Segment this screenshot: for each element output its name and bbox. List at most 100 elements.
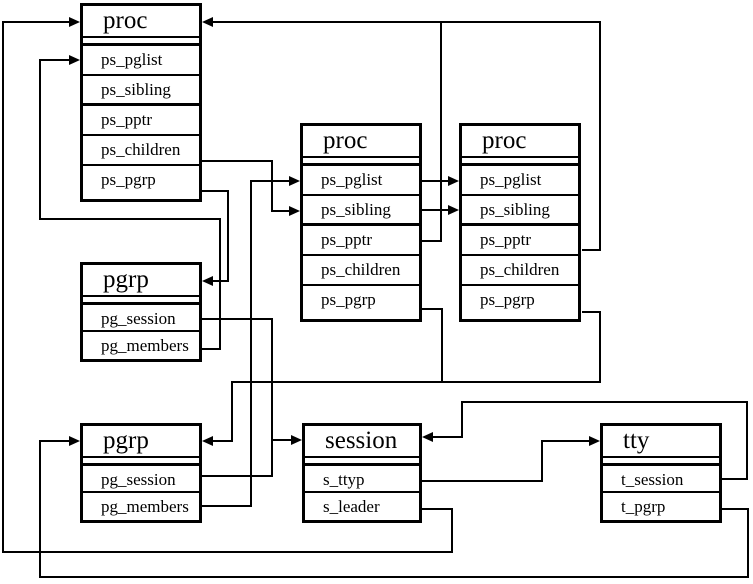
field-pg_members: pg_members	[101, 336, 189, 355]
line-pg_members1-to-ps_pglist	[219, 218, 221, 350]
title-separator	[603, 458, 719, 466]
line-ps_pptr-to-proc-parent	[211, 21, 601, 23]
line-ps_pptr-to-proc-parent	[582, 249, 601, 251]
struct-proc-parent: proc ps_pglist ps_sibling ps_pptr ps_chi…	[80, 3, 202, 202]
title-separator	[305, 458, 419, 466]
field-ps_pptr: ps_pptr	[303, 226, 419, 256]
line-t_session-to-session	[461, 401, 748, 403]
line-s_leader-to-proc-parent	[451, 508, 453, 553]
line-ps_children-to-child-1	[271, 210, 290, 212]
field-t_session: t_session	[603, 466, 719, 493]
line-s_leader-to-proc-parent	[422, 508, 453, 510]
title-separator	[462, 158, 578, 166]
field-pg_session: pg_session	[83, 466, 199, 493]
line-ps_pptr-to-proc-parent	[422, 240, 442, 242]
arrowhead-ps_pgrp-to-pgrp-1	[202, 276, 213, 286]
arrowhead-s_ttyp-to-tty	[589, 436, 600, 446]
line-ps_pgrp-to-pgrp-2	[231, 381, 233, 442]
line-t_session-to-session	[746, 401, 748, 480]
struct-session: session s_ttyp s_leader	[302, 423, 422, 523]
field-ps_pglist: ps_pglist	[303, 166, 419, 196]
line-pg_session-to-session	[271, 318, 273, 477]
line-ps_pgrp-to-pgrp-2	[582, 311, 601, 313]
line-t_pgrp-to-pgrp-2	[722, 508, 749, 510]
struct-title: session	[305, 426, 419, 458]
line-pg_members1-to-ps_pglist	[39, 218, 221, 220]
field-ps_pgrp: ps_pgrp	[480, 290, 535, 309]
line-s_leader-to-proc-parent	[2, 21, 70, 23]
line-pg_members1-to-ps_pglist	[39, 59, 70, 61]
struct-proc-child-1: proc ps_pglist ps_sibling ps_pptr ps_chi…	[300, 123, 422, 322]
line-ps_pptr-to-proc-parent	[440, 21, 442, 242]
line-t_pgrp-to-pgrp-2	[39, 440, 41, 578]
field-s_leader: s_leader	[323, 497, 380, 516]
line-ps_pgrp-to-pgrp-2	[441, 308, 443, 383]
line-pg_members2-to-ps_pglist	[202, 505, 252, 507]
line-t_session-to-session	[433, 436, 463, 438]
line-ps_pgrp-to-pgrp-1	[202, 190, 229, 192]
line-pg_session-to-session	[271, 439, 291, 441]
struct-title: pgrp	[83, 426, 199, 458]
arrowhead-s_leader-to-proc-parent	[69, 17, 80, 27]
struct-tty: tty t_session t_pgrp	[600, 423, 722, 523]
line-ps_pptr-to-proc-parent	[599, 21, 601, 251]
line-ps_pgrp-to-pgrp-2	[599, 311, 601, 383]
line-pg_session-to-session	[202, 318, 273, 320]
arrowhead-ps_sibling-chain	[448, 205, 459, 215]
line-ps_pgrp-to-pgrp-2	[211, 440, 233, 442]
field-ps_pgrp: ps_pgrp	[101, 170, 156, 189]
arrowhead-pg_members1-to-ps_pglist	[69, 55, 80, 65]
title-separator	[303, 158, 419, 166]
struct-title: pgrp	[83, 265, 199, 297]
field-ps_children: ps_children	[462, 256, 578, 286]
struct-title: tty	[603, 426, 719, 458]
title-separator	[83, 458, 199, 466]
title-separator	[83, 297, 199, 305]
line-t_session-to-session	[461, 401, 463, 438]
field-t_pgrp: t_pgrp	[621, 497, 666, 516]
field-ps_pptr: ps_pptr	[83, 106, 199, 136]
line-t_pgrp-to-pgrp-2	[39, 576, 749, 578]
arrowhead-pg_members2-to-ps_pglist	[289, 176, 300, 186]
arrowhead-t_pgrp-to-pgrp-2	[69, 436, 80, 446]
line-ps_pgrp-to-pgrp-2	[231, 381, 601, 383]
arrowhead-pg_session-to-session	[291, 435, 302, 445]
line-ps_sibling-chain	[422, 209, 449, 211]
line-pg_session-to-session	[202, 475, 273, 477]
field-ps_children: ps_children	[303, 256, 419, 286]
line-s_ttyp-to-tty	[541, 440, 590, 442]
arrowhead-ps_pgrp-to-pgrp-2	[202, 436, 213, 446]
field-pg_session: pg_session	[83, 305, 199, 332]
field-ps_children: ps_children	[83, 136, 199, 166]
line-pg_members1-to-ps_pglist	[202, 348, 221, 350]
arrowhead-ps_pglist-chain	[448, 176, 459, 186]
line-s_leader-to-proc-parent	[2, 551, 452, 553]
line-pg_members2-to-ps_pglist	[250, 180, 252, 507]
struct-title: proc	[83, 6, 199, 38]
field-ps_sibling: ps_sibling	[462, 196, 578, 226]
title-separator	[83, 38, 199, 46]
line-t_pgrp-to-pgrp-2	[39, 440, 70, 442]
line-ps_children-to-child-1	[202, 160, 273, 162]
line-s_ttyp-to-tty	[422, 480, 543, 482]
struct-proc-child-2: proc ps_pglist ps_sibling ps_pptr ps_chi…	[459, 123, 581, 322]
field-ps_sibling: ps_sibling	[83, 76, 199, 106]
line-ps_pgrp-to-pgrp-2	[422, 308, 443, 310]
line-t_pgrp-to-pgrp-2	[747, 508, 749, 578]
line-pg_members2-to-ps_pglist	[250, 180, 290, 182]
field-ps_sibling: ps_sibling	[303, 196, 419, 226]
struct-title: proc	[462, 126, 578, 158]
struct-pgrp-2: pgrp pg_session pg_members	[80, 423, 202, 523]
field-ps_pglist: ps_pglist	[83, 46, 199, 76]
field-ps_pgrp: ps_pgrp	[321, 290, 376, 309]
line-t_session-to-session	[722, 478, 748, 480]
line-ps_pgrp-to-pgrp-1	[227, 190, 229, 282]
field-ps_pglist: ps_pglist	[462, 166, 578, 196]
arrowhead-t_session-to-session	[422, 432, 433, 442]
arrowhead-ps_children-to-child-1	[289, 206, 300, 216]
line-s_ttyp-to-tty	[541, 440, 543, 482]
field-pg_members: pg_members	[101, 497, 189, 516]
arrowhead-ps_pptr-to-proc-parent	[202, 17, 213, 27]
line-ps_children-to-child-1	[271, 160, 273, 212]
